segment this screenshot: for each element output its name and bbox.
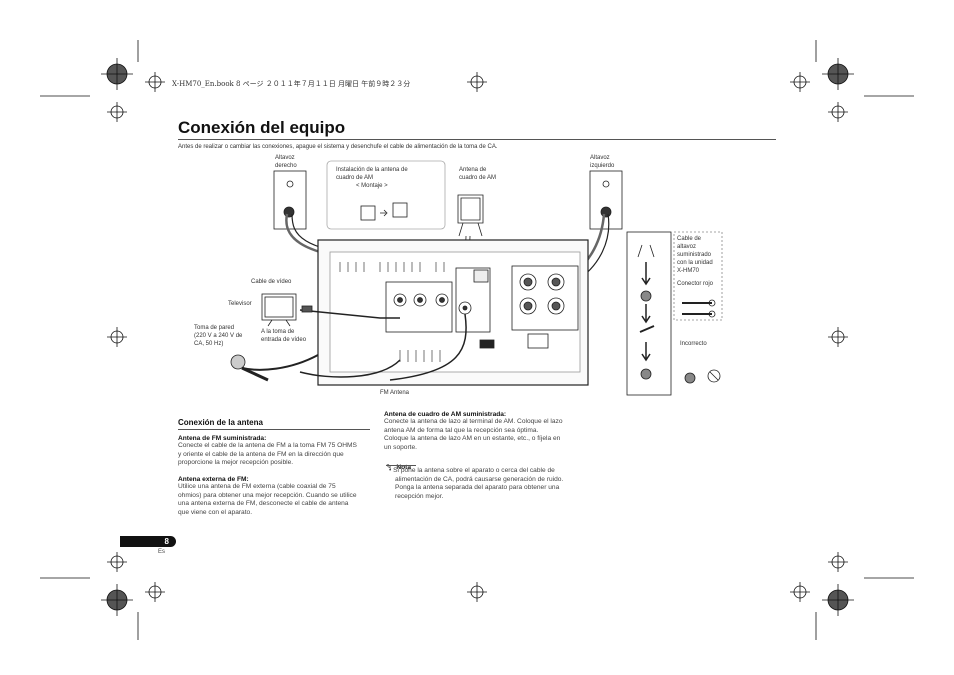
section-heading: Conexión de la antena (178, 418, 263, 427)
video-cable-label: Cable de vídeo (251, 279, 292, 285)
language-label: Es (158, 549, 166, 555)
red-connector-label: Conector rojo (677, 281, 714, 287)
page-number-badge: 8 (120, 536, 176, 547)
page-title: Conexión del equipo (178, 118, 346, 137)
fm-antenna-label: FM Antena (380, 390, 410, 396)
fm-supplied-block: Antena de FM suministrada: Conecte el ca… (178, 435, 357, 467)
note-block: • Si pone la antena sobre el aparato o c… (389, 467, 564, 500)
speaker-left-icon (589, 170, 623, 230)
speaker-right-icon (273, 170, 307, 230)
note-rule (386, 465, 416, 466)
incorrect-label: Incorrecto (680, 341, 707, 347)
tv-label: Televisor (228, 301, 252, 307)
note-heading: ✎ Nota (386, 464, 411, 471)
fm-external-block: Antena externa de FM: Utilice una antena… (178, 476, 357, 516)
am-supplied-block: Antena de cuadro de AM suministrada: Con… (384, 411, 563, 451)
title-rule (178, 139, 776, 140)
section-rule (178, 429, 370, 430)
note-icon: ✎ (386, 464, 392, 471)
intro-text: Antes de realizar o cambiar las conexion… (178, 144, 498, 150)
file-info-header: X-HM70_En.book 8 ページ ２０１１年７月１１日 月曜日 午前９時… (172, 80, 411, 88)
